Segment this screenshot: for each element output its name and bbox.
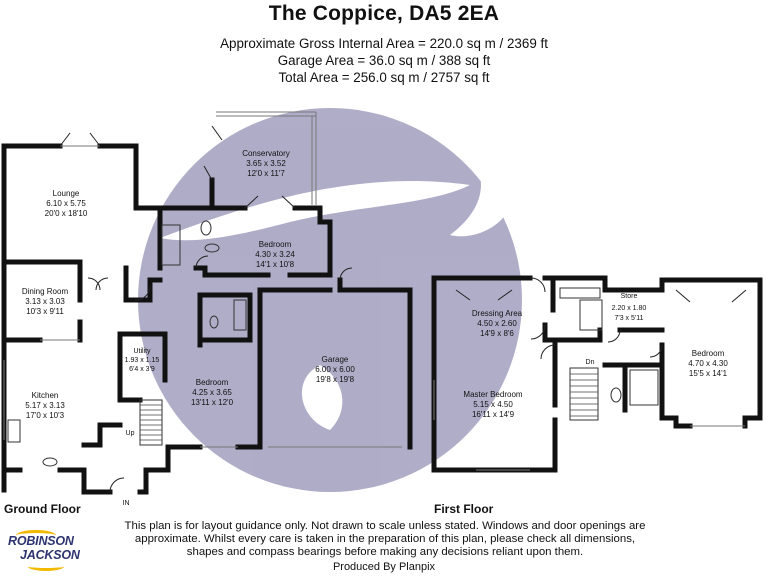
room-imperial: 14'1 x 10'8 [256, 260, 295, 269]
stairs-down-label: Dn [586, 359, 595, 366]
room-imperial: 15'5 x 14'1 [689, 369, 728, 378]
room-conservatory: Conservatory 3.65 x 3.52 12'0 x 11'7 [242, 149, 290, 178]
disclaimer-text: This plan is for layout guidance only. N… [124, 520, 646, 559]
room-name: Master Bedroom [463, 390, 522, 399]
room-imperial: 17'0 x 10'3 [26, 411, 65, 420]
room-utility: Utility 1.93 x 1.15 6'4 x 3'9 [125, 348, 160, 373]
garage-area-text: Garage Area = 36.0 sq m / 388 sq ft [277, 53, 491, 68]
room-kitchen: Kitchen 5.17 x 3.13 17'0 x 10'3 [25, 391, 65, 420]
room-metric: 3.65 x 3.52 [246, 159, 286, 168]
room-imperial: 20'0 x 18'10 [45, 209, 88, 218]
ground-floor-label: Ground Floor [4, 502, 81, 516]
room-metric: 2.20 x 1.80 [612, 305, 647, 312]
producer-credit: Produced By Planpix [332, 561, 436, 573]
stair-treads [140, 373, 598, 441]
room-metric: 4.25 x 3.65 [192, 388, 232, 397]
room-metric: 5.15 x 4.50 [473, 400, 513, 409]
window-lines [3, 111, 745, 471]
room-dining: Dining Room 3.13 x 3.03 10'3 x 9'11 [22, 287, 69, 316]
logo-word-1: ROBINSON [8, 534, 74, 548]
room-metric: 3.13 x 3.03 [25, 297, 65, 306]
room-metric: 6.00 x 6.00 [315, 365, 355, 374]
logo-swoosh-top [16, 530, 56, 541]
room-name: Bedroom [259, 240, 292, 249]
room-imperial: 12'0 x 11'7 [247, 169, 285, 178]
room-bedroom-ff: Bedroom 4.70 x 4.30 15'5 x 14'1 [688, 349, 728, 378]
room-bedroom-gf-rear: Bedroom 4.30 x 3.24 14'1 x 10'8 [255, 240, 295, 269]
entrance-label: IN [123, 500, 130, 507]
gross-area-text: Approximate Gross Internal Area = 220.0 … [220, 36, 548, 51]
room-name: Store [621, 293, 638, 300]
room-metric: 5.17 x 3.13 [25, 401, 65, 410]
room-name: Bedroom [196, 378, 229, 387]
plan-title: The Coppice, DA5 2EA [268, 2, 500, 25]
logo-word-2: JACKSON [20, 548, 80, 562]
room-imperial: 7'3 x 5'11 [614, 315, 643, 322]
room-metric: 6.10 x 5.75 [46, 199, 86, 208]
room-bedroom-gf-front: Bedroom 4.25 x 3.65 13'11 x 12'0 [191, 378, 234, 407]
room-imperial: 10'3 x 9'11 [26, 307, 64, 316]
room-name: Kitchen [32, 391, 59, 400]
room-lounge: Lounge 6.10 x 5.75 20'0 x 18'10 [45, 189, 88, 218]
room-metric: 4.30 x 3.24 [255, 250, 295, 259]
stairs-up-label: Up [126, 430, 135, 437]
room-metric: 4.70 x 4.30 [688, 359, 728, 368]
room-dressing: Dressing Area 4.50 x 2.60 14'9 x 8'6 [472, 309, 523, 338]
room-name: Conservatory [242, 149, 290, 158]
room-name: Dressing Area [472, 309, 523, 318]
room-imperial: 6'4 x 3'9 [129, 366, 155, 373]
room-imperial: 13'11 x 12'0 [191, 398, 234, 407]
fixtures [7, 220, 659, 467]
room-imperial: 14'9 x 8'6 [480, 329, 514, 338]
room-name: Lounge [53, 189, 80, 198]
watermark-logo [138, 108, 522, 492]
first-floor-label: First Floor [434, 502, 494, 516]
room-store: Store 2.20 x 1.80 7'3 x 5'11 [612, 293, 647, 322]
room-metric: 1.93 x 1.15 [125, 357, 160, 364]
agent-logo: ROBINSON JACKSON [6, 530, 80, 572]
room-name: Utility [133, 348, 151, 355]
door-swings [59, 125, 747, 493]
ground-floor-walls [1, 143, 413, 495]
room-imperial: 16'11 x 14'9 [472, 410, 515, 419]
room-master-bedroom: Master Bedroom 5.15 x 4.50 16'11 x 14'9 [463, 390, 522, 419]
room-name: Garage [322, 355, 349, 364]
logo-swoosh-bottom [28, 562, 64, 571]
room-metric: 4.50 x 2.60 [477, 319, 517, 328]
first-floor-walls [431, 275, 763, 473]
total-area-text: Total Area = 256.0 sq m / 2757 sq ft [278, 70, 490, 85]
room-imperial: 19'8 x 19'8 [316, 375, 355, 384]
room-name: Bedroom [692, 349, 725, 358]
room-garage: Garage 6.00 x 6.00 19'8 x 19'8 [315, 355, 355, 384]
room-name: Dining Room [22, 287, 69, 296]
